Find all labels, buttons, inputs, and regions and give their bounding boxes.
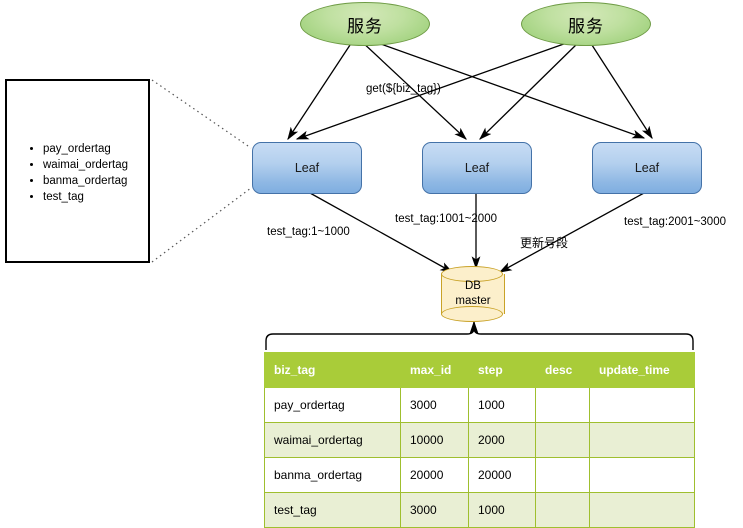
leaf-label: Leaf xyxy=(464,161,490,175)
leaf-node-2[interactable]: Leaf xyxy=(422,142,532,194)
column-header-biz-tag: biz_tag xyxy=(264,352,401,388)
list-item: pay_ordertag xyxy=(43,141,128,157)
cell-step: 1000 xyxy=(468,492,536,528)
cell-step: 20000 xyxy=(468,457,536,493)
cell-step: 1000 xyxy=(468,387,536,423)
leaf-node-3[interactable]: Leaf xyxy=(592,142,702,194)
cell-max-id: 10000 xyxy=(400,422,469,458)
biz-tag-callout-box: pay_ordertag waimai_ordertag banma_order… xyxy=(5,79,150,263)
leaf-label: Leaf xyxy=(294,161,320,175)
leaf-label: Leaf xyxy=(634,161,660,175)
cell-update-time xyxy=(589,492,695,528)
service-label: 服务 xyxy=(568,16,604,36)
biz-tag-list: pay_ordertag waimai_ordertag banma_order… xyxy=(29,141,128,205)
cell-desc xyxy=(535,457,590,493)
column-header-desc: desc xyxy=(535,352,590,388)
table-brace xyxy=(265,320,694,350)
diagram-connectors xyxy=(151,37,694,350)
cell-max-id: 3000 xyxy=(400,387,469,423)
table-row: banma_ordertag 20000 20000 xyxy=(264,457,695,493)
table-row: test_tag 3000 1000 xyxy=(264,492,695,528)
list-item: banma_ordertag xyxy=(43,173,128,189)
list-item: test_tag xyxy=(43,189,128,205)
cell-desc xyxy=(535,422,590,458)
edge-label-request: get(${biz_tag}) xyxy=(366,83,441,95)
cell-max-id: 3000 xyxy=(400,492,469,528)
callout-dotted-lines xyxy=(151,79,252,263)
cell-update-time xyxy=(589,457,695,493)
database-label: DB master xyxy=(441,279,505,309)
table-row: waimai_ordertag 10000 2000 xyxy=(264,422,695,458)
edge-label-segment-1: test_tag:1~1000 xyxy=(267,226,350,238)
service-to-leaf-arrows xyxy=(287,37,653,141)
service-node-2[interactable]: 服务 xyxy=(521,2,651,46)
cell-step: 2000 xyxy=(468,422,536,458)
leaf-node-1[interactable]: Leaf xyxy=(252,142,362,194)
cell-biz-tag: banma_ordertag xyxy=(264,457,401,493)
database-label-line1: DB xyxy=(465,280,481,292)
cell-update-time xyxy=(589,422,695,458)
service-label: 服务 xyxy=(347,16,383,36)
database-node[interactable]: DB master xyxy=(441,266,505,322)
cell-biz-tag: pay_ordertag xyxy=(264,387,401,423)
cylinder-top xyxy=(441,266,503,282)
table-header-row: biz_tag max_id step desc update_time xyxy=(264,352,695,388)
cylinder-bottom xyxy=(441,306,503,322)
table-row: pay_ordertag 3000 1000 xyxy=(264,387,695,423)
leaf-alloc-table: biz_tag max_id step desc update_time pay… xyxy=(264,352,695,528)
leaf-to-db-arrows xyxy=(309,192,645,273)
cell-max-id: 20000 xyxy=(400,457,469,493)
edge-label-segment-2: test_tag:1001~2000 xyxy=(395,213,497,225)
edge-label-segment-3: test_tag:2001~3000 xyxy=(624,216,726,228)
column-header-update-time: update_time xyxy=(589,352,695,388)
database-label-line2: master xyxy=(455,295,491,307)
cell-biz-tag: waimai_ordertag xyxy=(264,422,401,458)
cell-desc xyxy=(535,387,590,423)
cell-update-time xyxy=(589,387,695,423)
service-node-1[interactable]: 服务 xyxy=(300,2,430,46)
edge-label-update: 更新号段 xyxy=(520,236,569,250)
cell-biz-tag: test_tag xyxy=(264,492,401,528)
column-header-step: step xyxy=(468,352,536,388)
list-item: waimai_ordertag xyxy=(43,157,128,173)
cell-desc xyxy=(535,492,590,528)
column-header-max-id: max_id xyxy=(400,352,469,388)
